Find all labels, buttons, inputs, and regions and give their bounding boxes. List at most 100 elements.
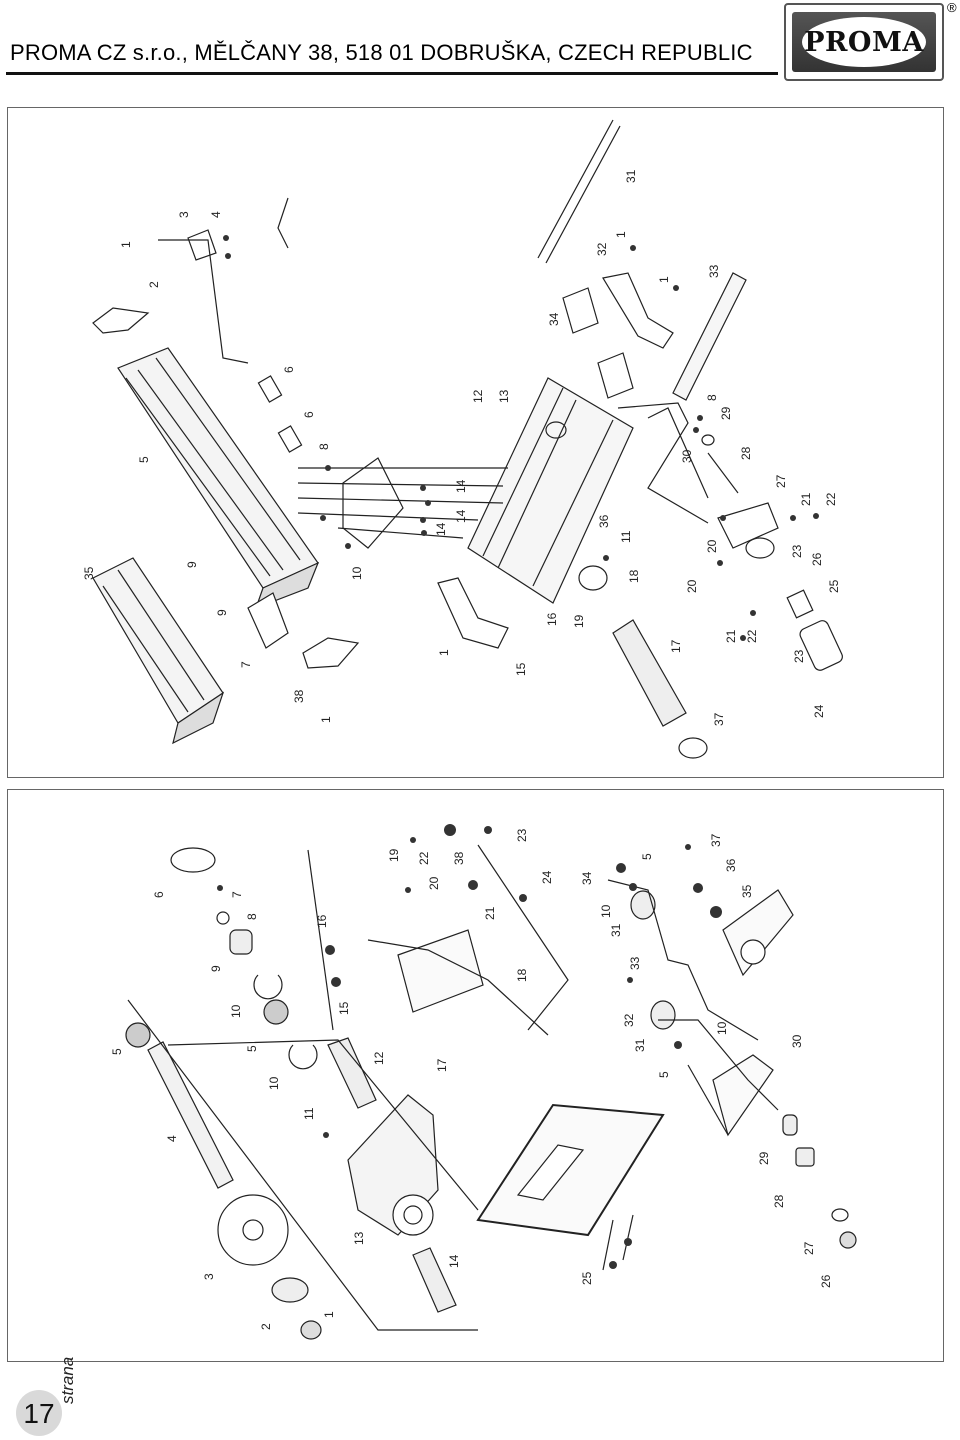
top-label: 34	[547, 312, 561, 326]
bottom-label: 36	[724, 858, 738, 872]
bottom-part-labels: 1 2 3 4 5 5 6 7 8 9 10 10 11 12 13 14 15…	[110, 828, 833, 1330]
bottom-label: 28	[772, 1194, 786, 1208]
bottom-label: 12	[372, 1051, 386, 1065]
top-label: 4	[209, 211, 223, 218]
top-label: 27	[774, 474, 788, 488]
top-label: 1	[437, 649, 451, 656]
logo-text: PROMA	[804, 26, 924, 58]
top-label: 1	[657, 276, 671, 283]
bottom-label: 2	[259, 1323, 273, 1330]
bottom-label: 10	[599, 904, 613, 918]
header-divider	[6, 72, 778, 75]
top-label: 9	[215, 609, 229, 616]
bottom-label: 35	[740, 884, 754, 898]
top-label: 5	[137, 456, 151, 463]
diagram-bottom-drawing: 1 2 3 4 5 5 6 7 8 9 10 10 11 12 13 14 15…	[110, 824, 857, 1340]
bottom-label: 24	[540, 870, 554, 884]
bottom-label: 5	[110, 1048, 124, 1055]
proma-logo: PROMA	[784, 3, 944, 81]
bottom-label: 32	[622, 1013, 636, 1027]
bottom-label: 26	[819, 1274, 833, 1288]
top-label: 36	[597, 514, 611, 528]
top-label: 14	[434, 522, 448, 536]
top-label: 3	[177, 211, 191, 218]
top-label: 20	[685, 579, 699, 593]
bottom-label: 20	[427, 876, 441, 890]
exploded-diagram-bottom: 1 2 3 4 5 5 6 7 8 9 10 10 11 12 13 14 15…	[7, 789, 944, 1362]
bottom-label: 23	[515, 828, 529, 842]
bottom-label: 22	[417, 851, 431, 865]
bottom-label: 38	[452, 851, 466, 865]
bottom-label: 14	[447, 1254, 461, 1268]
page-word: strana	[58, 1356, 77, 1404]
bottom-label: 10	[267, 1076, 281, 1090]
bottom-label: 5	[245, 1045, 259, 1052]
bottom-label: 30	[790, 1034, 804, 1048]
bottom-label: 29	[757, 1151, 771, 1165]
top-label: 1	[319, 716, 333, 723]
bottom-label: 17	[435, 1058, 449, 1072]
top-label: 12	[471, 389, 485, 403]
bottom-label: 34	[580, 871, 594, 885]
top-label: 28	[739, 446, 753, 460]
top-label: 8	[317, 443, 331, 450]
top-label: 14	[454, 479, 468, 493]
top-label: 21	[799, 492, 813, 506]
top-label: 31	[624, 169, 638, 183]
bottom-label: 37	[709, 833, 723, 847]
bottom-label: 31	[633, 1038, 647, 1052]
top-label: 9	[185, 561, 199, 568]
top-label: 21	[724, 629, 738, 643]
top-label: 16	[545, 612, 559, 626]
top-label: 35	[82, 566, 96, 580]
bottom-label: 3	[202, 1273, 216, 1280]
bottom-label: 5	[640, 853, 654, 860]
top-label: 2	[147, 281, 161, 288]
bottom-label: 4	[165, 1135, 179, 1142]
top-label: 22	[745, 629, 759, 643]
page-number-badge: 17	[16, 1390, 76, 1436]
top-label: 24	[812, 704, 826, 718]
exploded-diagram-top: 1 2 3 4 5 6 6 7 8 9 9 10 1 12 13 14 14 1…	[7, 107, 944, 778]
top-label: 7	[239, 661, 253, 668]
bottom-label: 25	[580, 1271, 594, 1285]
bottom-label: 11	[302, 1107, 316, 1120]
top-label: 38	[292, 689, 306, 703]
top-part-labels: 1 2 3 4 5 6 6 7 8 9 9 10 1 12 13 14 14 1…	[82, 169, 841, 726]
registered-trademark: ®	[947, 0, 957, 15]
top-label: 17	[669, 639, 683, 653]
bottom-label: 33	[628, 956, 642, 970]
bottom-label: 8	[245, 913, 259, 920]
top-label: 23	[790, 544, 804, 558]
diagram-top-drawing: 1 2 3 4 5 6 6 7 8 9 9 10 1 12 13 14 14 1…	[82, 119, 843, 759]
bottom-label: 5	[657, 1071, 671, 1078]
top-label: 23	[792, 649, 806, 663]
bottom-label: 19	[387, 848, 401, 862]
top-label: 30	[680, 449, 694, 463]
bottom-label: 16	[315, 914, 329, 928]
top-label: 25	[827, 579, 841, 593]
top-label: 15	[514, 662, 528, 676]
top-label: 19	[572, 614, 586, 628]
bottom-label: 7	[230, 891, 244, 898]
bottom-label: 10	[229, 1004, 243, 1018]
top-label: 14	[454, 509, 468, 523]
company-address: PROMA CZ s.r.o., MĚLČANY 38, 518 01 DOBR…	[10, 40, 753, 65]
top-label: 33	[707, 264, 721, 278]
bottom-label: 31	[609, 923, 623, 937]
top-label: 29	[719, 406, 733, 420]
top-label: 26	[810, 552, 824, 566]
top-label: 37	[712, 712, 726, 726]
top-label: 10	[350, 566, 364, 580]
bottom-label: 10	[715, 1021, 729, 1035]
top-label: 6	[282, 366, 296, 373]
bottom-label: 9	[209, 965, 223, 972]
top-label: 6	[302, 411, 316, 418]
bottom-label: 13	[352, 1231, 366, 1245]
top-label: 1	[614, 231, 628, 238]
top-label: 20	[705, 539, 719, 553]
top-label: 8	[705, 394, 719, 401]
bottom-label: 1	[322, 1311, 336, 1318]
page-number: 17	[23, 1398, 55, 1429]
bottom-label: 6	[152, 891, 166, 898]
